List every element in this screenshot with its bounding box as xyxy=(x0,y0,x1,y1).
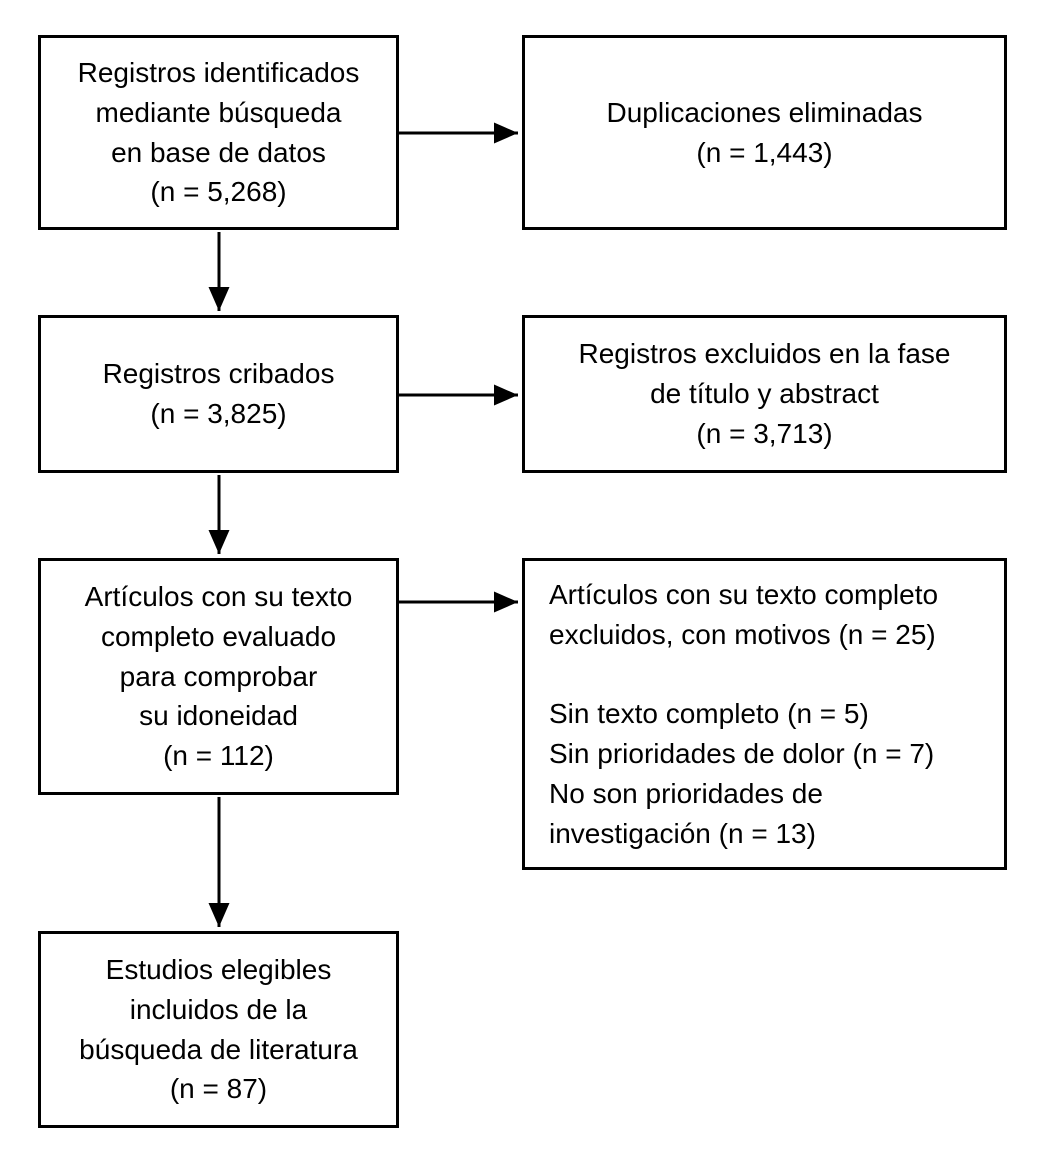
box-studies-included: Estudios elegibles incluidos de la búsqu… xyxy=(38,931,399,1128)
box-records-excluded-title-abstract: Registros excluidos en la fase de título… xyxy=(522,315,1007,473)
box-fulltext-assessed: Artículos con su texto completo evaluado… xyxy=(38,558,399,795)
box-records-identified: Registros identificados mediante búsqued… xyxy=(38,35,399,230)
box-records-screened: Registros cribados (n = 3,825) xyxy=(38,315,399,473)
box-duplicates-removed: Duplicaciones eliminadas (n = 1,443) xyxy=(522,35,1007,230)
box-fulltext-excluded-with-reasons: Artículos con su texto completo excluido… xyxy=(522,558,1007,870)
